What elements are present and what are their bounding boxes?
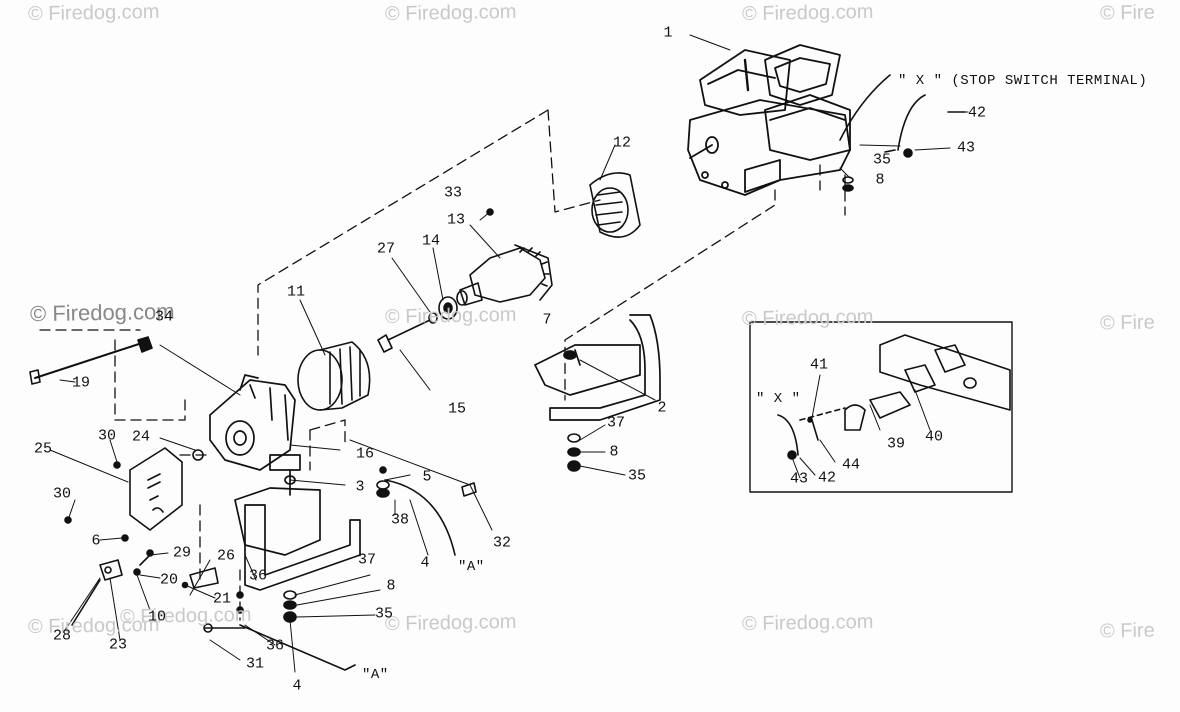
stator <box>297 341 371 411</box>
callout-2: 2 <box>657 399 667 417</box>
callout-8: 8 <box>386 577 396 595</box>
cover-plate <box>129 447 183 531</box>
stop-switch-terminal-note: " X " (STOP SWITCH TERMINAL) <box>898 73 1148 89</box>
watermark: © Firedog.com <box>384 610 517 636</box>
callout-43: 43 <box>956 139 976 157</box>
watermark: © Firedog.com <box>384 0 517 26</box>
callout-34: 34 <box>154 308 174 326</box>
callout-27: 27 <box>376 240 396 258</box>
callout-23: 23 <box>108 636 128 654</box>
callout-13: 13 <box>446 211 466 229</box>
callout-35: 35 <box>627 467 647 485</box>
callout-36: 36 <box>248 567 268 585</box>
callout-40: 40 <box>924 428 944 446</box>
inset-stop-switch-detail <box>749 321 1013 493</box>
callout-21: 21 <box>212 590 232 608</box>
fan-ring <box>589 172 641 238</box>
callout-43: 43 <box>789 470 809 488</box>
callout-19: 19 <box>71 374 91 392</box>
callout-31: 31 <box>245 655 265 673</box>
callout-28: 28 <box>52 627 72 645</box>
callout-42: 42 <box>817 469 837 487</box>
watermark: © Firedog.com <box>741 0 874 26</box>
callout-30: 30 <box>52 485 72 503</box>
callout-4: 4 <box>292 677 302 695</box>
stop-switch-wire <box>839 74 966 158</box>
watermark: © Firedog.com <box>741 610 874 636</box>
wire-end-marker: "A" <box>362 667 389 683</box>
callout-36: 36 <box>265 637 285 655</box>
callout-25: 25 <box>33 440 53 458</box>
bearing-and-bolt <box>377 296 458 353</box>
callout-35: 35 <box>374 605 394 623</box>
callout-5: 5 <box>422 468 432 486</box>
callout-4: 4 <box>420 554 430 572</box>
callout-29: 29 <box>172 544 192 562</box>
callout-12: 12 <box>612 134 632 152</box>
callout-11: 11 <box>286 283 306 301</box>
callout-10: 10 <box>147 608 167 626</box>
cradle-frame-rear <box>534 314 661 421</box>
end-bell <box>209 374 301 471</box>
callout-33: 33 <box>443 184 463 202</box>
callout-3: 3 <box>355 478 365 496</box>
watermark: © Firedog.com <box>29 298 175 327</box>
cradle-frame-front <box>234 469 361 591</box>
callout-30: 30 <box>97 427 117 445</box>
callout-44: 44 <box>841 456 861 474</box>
callout-1: 1 <box>663 24 673 42</box>
callout-24: 24 <box>131 428 151 446</box>
callout-32: 32 <box>492 534 512 552</box>
callout-20: 20 <box>159 571 179 589</box>
watermark: © Fire <box>1099 311 1155 335</box>
callout-37: 37 <box>606 414 626 432</box>
control-panel-parts <box>71 554 219 626</box>
callout-7: 7 <box>542 311 552 329</box>
callout-35: 35 <box>872 151 892 169</box>
watermark: © Fire <box>1099 1 1155 25</box>
callout-8: 8 <box>875 171 885 189</box>
watermark: © Firedog.com <box>741 305 874 331</box>
rotor <box>456 244 553 306</box>
lead-wire <box>203 479 456 671</box>
callout-38: 38 <box>390 511 410 529</box>
callout-16: 16 <box>355 445 375 463</box>
callout-37: 37 <box>357 551 377 569</box>
watermark: © Fire <box>1099 619 1155 643</box>
callout-8: 8 <box>609 443 619 461</box>
engine-assembly <box>687 44 851 196</box>
inset-x-marker: " X " <box>756 391 801 407</box>
alignment-dashed-lines <box>39 109 846 621</box>
leader-lines <box>49 34 969 673</box>
callout-26: 26 <box>216 547 236 565</box>
hardware <box>29 176 854 623</box>
wire-end-marker: "A" <box>458 559 485 575</box>
watermark: © Firedog.com <box>119 603 252 629</box>
callout-41: 41 <box>809 356 829 374</box>
callout-15: 15 <box>447 400 467 418</box>
watermark: © Firedog.com <box>27 0 160 26</box>
callout-42: 42 <box>967 104 987 122</box>
watermark: © Firedog.com <box>384 303 517 329</box>
callout-6: 6 <box>91 532 101 550</box>
callout-39: 39 <box>886 435 906 453</box>
callout-14: 14 <box>421 232 441 250</box>
